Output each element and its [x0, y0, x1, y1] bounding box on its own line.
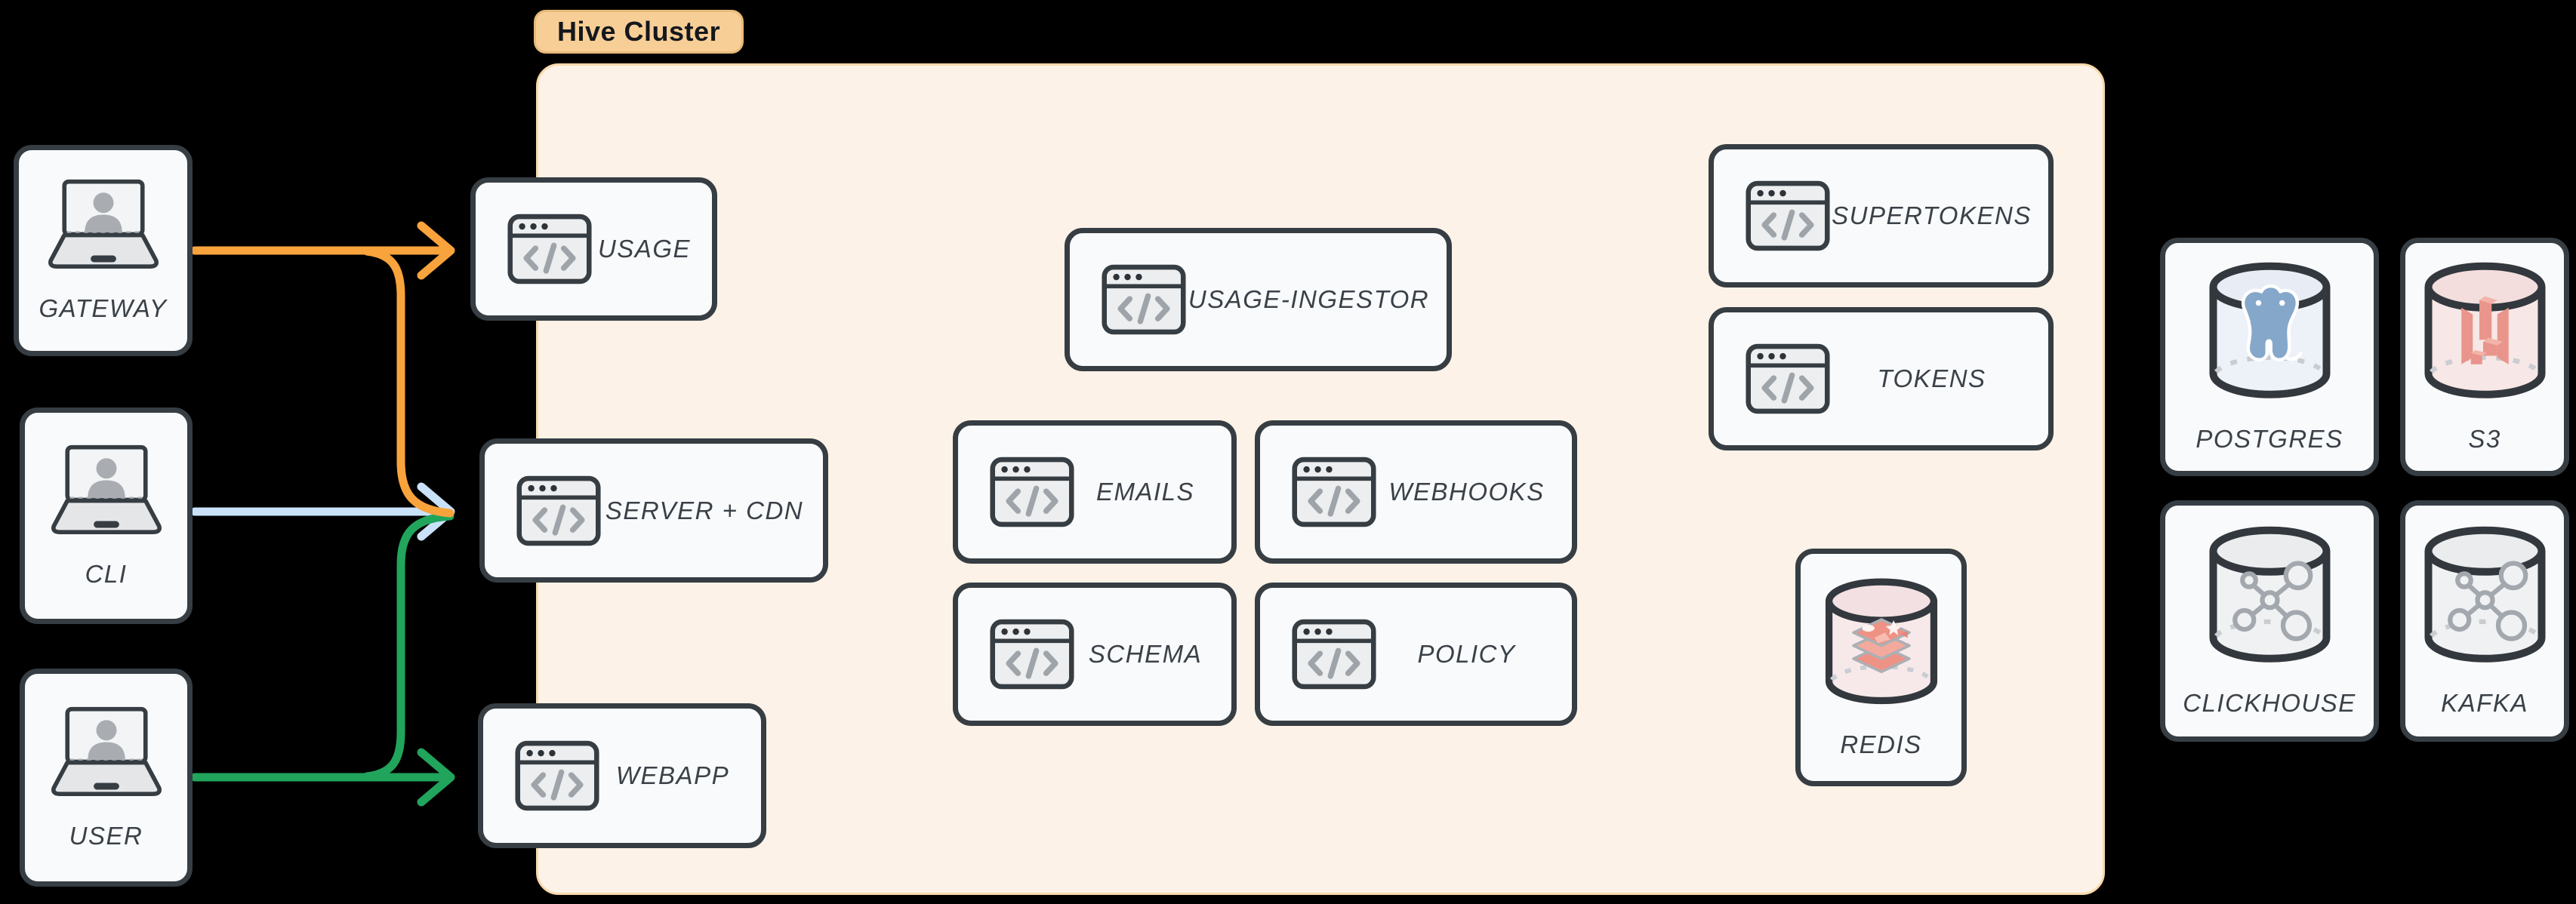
edge-gateway-to-usage	[190, 221, 455, 518]
node-label: USAGE-INGESTOR	[1188, 285, 1430, 313]
node-cli: CLI	[20, 407, 193, 624]
node-kafka: KAFKA	[2400, 500, 2569, 742]
node-usage: USAGE	[470, 177, 717, 321]
node-label: CLI	[85, 559, 128, 588]
node-label: SCHEMA	[1088, 640, 1203, 668]
code-window-icon	[515, 740, 599, 811]
node-server-cdn: SERVER + CDN	[479, 438, 828, 583]
node-label: EMAILS	[1095, 478, 1195, 506]
node-gateway: GATEWAY	[14, 145, 193, 356]
node-label: GATEWAY	[39, 294, 168, 322]
redis-database-icon	[1820, 577, 1943, 708]
node-label: POSTGRES	[2195, 425, 2343, 453]
code-window-icon	[990, 619, 1074, 690]
code-window-icon	[1102, 264, 1186, 335]
node-label: REDIS	[1840, 730, 1922, 758]
laptop-user-icon	[39, 444, 174, 537]
laptop-user-icon	[35, 178, 171, 272]
code-window-icon	[507, 214, 592, 284]
network-database-icon	[2204, 524, 2336, 666]
node-webapp: WEBAPP	[478, 703, 766, 848]
node-label: SUPERTOKENS	[1832, 201, 2032, 229]
edge-gateway-to-server	[362, 247, 454, 518]
hive-cluster-badge: Hive Cluster	[534, 10, 744, 54]
node-label: USER	[69, 821, 143, 850]
code-window-icon	[1292, 457, 1376, 527]
code-window-icon	[990, 457, 1074, 527]
s3-database-icon	[2419, 260, 2551, 402]
node-label: POLICY	[1417, 640, 1516, 668]
node-schema: SCHEMA	[953, 583, 1237, 726]
node-label: WEBAPP	[615, 761, 730, 789]
node-postgres: POSTGRES	[2160, 238, 2379, 476]
node-user: USER	[20, 669, 193, 887]
node-label: KAFKA	[2441, 689, 2528, 717]
node-tokens: TOKENS	[1709, 307, 2054, 450]
node-usage-ingestor: USAGE-INGESTOR	[1065, 228, 1452, 371]
node-s3: S3	[2400, 238, 2569, 476]
edge-user-to-server	[362, 512, 454, 781]
node-label: CLICKHOUSE	[2183, 689, 2356, 717]
code-window-icon	[516, 475, 601, 546]
edge-user-to-webapp	[190, 512, 455, 807]
node-label: S3	[2468, 425, 2501, 453]
node-label: WEBHOOKS	[1388, 478, 1545, 506]
code-window-icon	[1746, 180, 1830, 251]
node-policy: POLICY	[1255, 583, 1577, 726]
node-label: USAGE	[597, 235, 692, 263]
node-redis: REDIS	[1795, 549, 1967, 786]
postgres-database-icon	[2204, 260, 2336, 402]
node-emails: EMAILS	[953, 420, 1237, 564]
node-label: TOKENS	[1877, 364, 1986, 392]
node-supertokens: SUPERTOKENS	[1709, 144, 2054, 287]
code-window-icon	[1292, 619, 1376, 690]
node-clickhouse: CLICKHOUSE	[2160, 500, 2379, 742]
code-window-icon	[1746, 343, 1830, 414]
node-webhooks: WEBHOOKS	[1255, 420, 1577, 564]
node-label: SERVER + CDN	[605, 496, 804, 524]
network-database-icon	[2419, 524, 2551, 666]
edge-cli-to-server	[190, 482, 455, 541]
laptop-user-icon	[39, 706, 174, 799]
